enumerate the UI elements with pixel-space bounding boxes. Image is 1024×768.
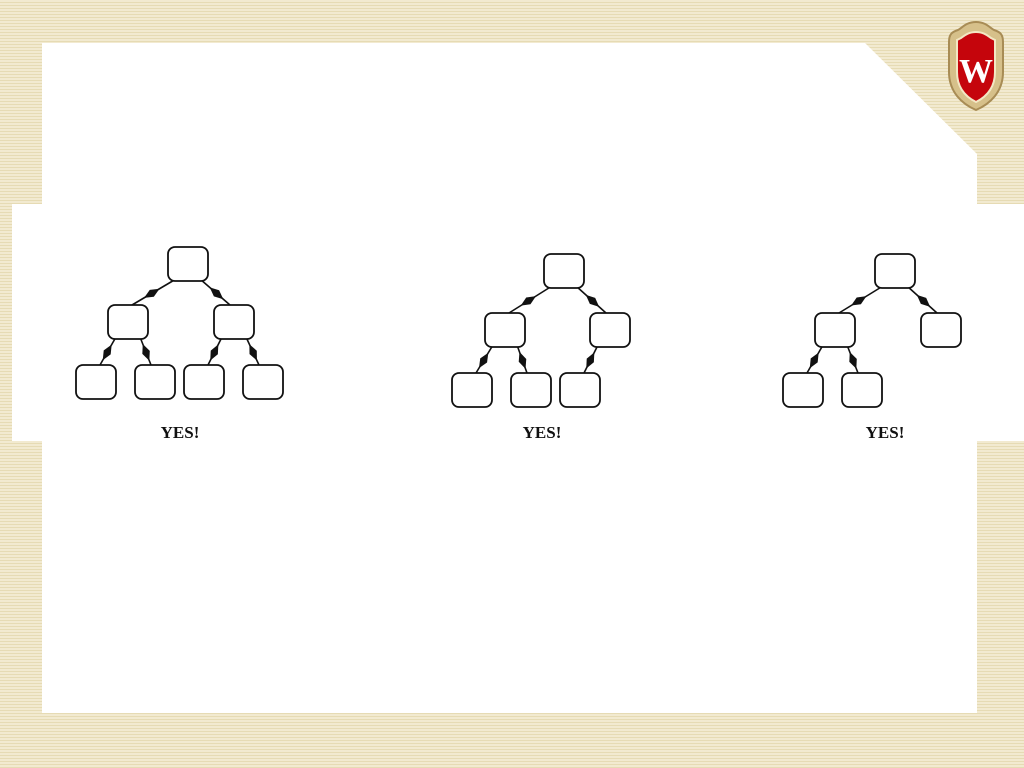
- tree-1-arrowhead-right-left: [210, 344, 219, 361]
- tree-1-arrowhead-left: [144, 288, 160, 298]
- tree-3-arrowhead-left-left: [809, 352, 819, 369]
- tree-1-arrowhead-left-right: [142, 344, 150, 361]
- verdict-label-1: YES!: [160, 423, 200, 442]
- tree-2-node-left-right: [510, 372, 552, 408]
- tree-1-arrowhead-left-left: [102, 344, 112, 361]
- tree-1-node-right: [213, 304, 255, 340]
- tree-2-node-left: [484, 312, 526, 348]
- tree-2-node-right-left: [559, 372, 601, 408]
- tree-3-arrowhead-left-right: [849, 352, 857, 369]
- tree-2-arrowhead-right: [585, 294, 600, 307]
- tree-3-node-left-left: [782, 372, 824, 408]
- tree-2-arrowhead-right-left: [586, 352, 595, 369]
- tree-1-node-root: [167, 246, 209, 282]
- tree-3-node-left-right: [841, 372, 883, 408]
- tree-2-arrowhead-left-left: [478, 352, 489, 369]
- tree-1-arrowhead-right: [209, 287, 224, 300]
- tree-1-node-right-left: [183, 364, 225, 400]
- tree-1-node-right-right: [242, 364, 284, 400]
- verdict-label-3: YES!: [865, 423, 905, 442]
- svg-text:W: W: [959, 53, 993, 90]
- tree-3-arrowhead-left: [851, 296, 867, 306]
- tree-2-node-left-left: [451, 372, 493, 408]
- tree-2-node-right: [589, 312, 631, 348]
- university-crest-logo: W: [948, 20, 1004, 112]
- tree-3-node-left: [814, 312, 856, 348]
- tree-2-arrowhead-left: [520, 296, 536, 306]
- tree-3-node-root: [874, 253, 916, 289]
- tree-2-arrowhead-left-right: [518, 351, 527, 369]
- tree-1-node-left-left: [75, 364, 117, 400]
- tree-1-node-left-right: [134, 364, 176, 400]
- tree-1: [75, 246, 284, 400]
- tree-3-node-right: [920, 312, 962, 348]
- tree-3: [782, 253, 962, 408]
- tree-1-node-left: [107, 304, 149, 340]
- verdict-label-2: YES!: [522, 423, 562, 442]
- tree-3-arrowhead-right: [916, 294, 931, 307]
- tree-1-arrowhead-right-right: [249, 344, 257, 361]
- tree-2-node-root: [543, 253, 585, 289]
- tree-2: [451, 253, 631, 408]
